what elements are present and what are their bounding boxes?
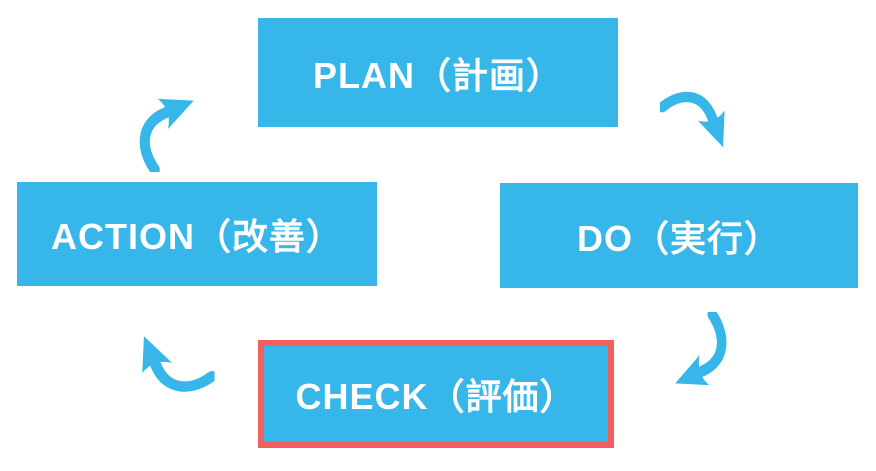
node-check-highlighted: CHECK（評価） [258, 340, 614, 448]
node-plan: PLAN（計画） [258, 18, 618, 127]
arrow-do-to-check-icon [675, 312, 727, 386]
node-action: ACTION（改善） [17, 182, 377, 286]
arrow-plan-to-do-icon [660, 91, 725, 148]
node-do: DO（実行） [500, 183, 858, 288]
arrow-check-to-action-icon [142, 336, 215, 392]
arrow-action-to-plan-icon [139, 98, 194, 172]
